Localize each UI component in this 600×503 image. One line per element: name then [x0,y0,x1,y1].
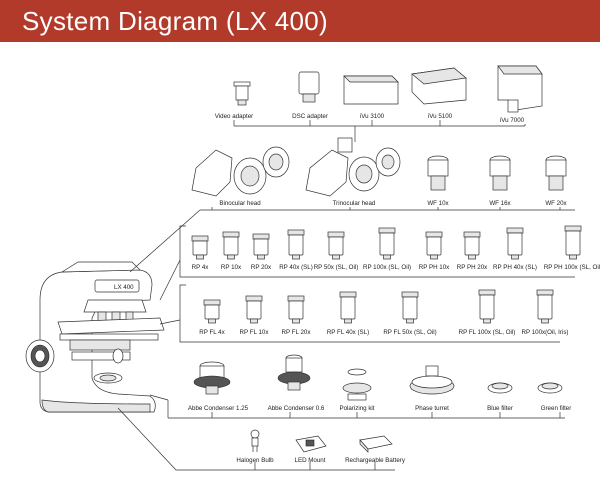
head-label: Binocular head [219,200,261,207]
objectives-row-2: RP FL 4x RP FL 10x RP FL 20x RP FL 40x (SL)… [199,289,569,336]
camera-label: iVu 7000 [500,117,525,124]
camera-label: iVu 3100 [360,113,385,120]
lighting-label: Halogen Bulb [236,457,274,464]
led-mount-icon [295,435,327,453]
halogen-bulb-icon [250,429,260,452]
objective-icon [378,227,396,260]
objectives-row-1: RP 4x RP 10x RP 20x RP 40x (SL)RP 50x (SL, … [191,225,600,271]
objective-icon [339,291,357,324]
head-label: WF 16x [489,200,511,207]
objective-icon [463,231,481,260]
objective-label: RP FL 100x (SL, Oil) [459,329,516,336]
lighting-label: LED Mount [295,457,326,464]
objective-label: RP 100x (SL, Oil) [363,264,411,271]
condenser-label: Green filter [541,405,572,412]
polarizing-kit-icon [342,368,372,401]
page-title: System Diagram (LX 400) [22,6,329,36]
objective-label: RP 10x [221,264,242,271]
objective-icon [506,227,524,260]
objective-label: RP FL 20x [282,329,312,336]
camera-label: DSC adapter [292,113,328,120]
objective-label: RP 100x(Oil, Iris) [522,329,569,336]
objective-icon [401,291,419,324]
objective-label: RP FL 50x (SL, Oil) [383,329,436,336]
objective-icon [425,231,443,260]
objective-label: RP 20x [251,264,272,271]
objective-icon [203,299,221,324]
objective-label: RP 50x (SL, Oil) [314,264,359,271]
camera-label: iVu 5100 [428,113,453,120]
camera-icon-ivu3100 [343,75,399,105]
head-label: Trinocular head [333,200,376,207]
objective-icon [287,229,305,260]
phase-turret-icon [409,365,455,395]
objective-label: RP 40x (SL) [279,264,313,271]
condenser-label: Abbe Condenser 1.25 [188,405,249,412]
camera-icon-ivu5100 [411,67,467,105]
heads-row: Binocular head Trinocular head WF 10x WF… [191,137,568,207]
lighting-label: Rechargeable Battery [345,457,406,464]
objective-icon [536,289,554,324]
video-adapter-icon [233,81,251,106]
objective-icon [191,235,209,260]
microscope-illustration: LX 400 [25,261,165,413]
head-label: WF 10x [427,200,449,207]
eyepiece-icon-wf16 [489,155,511,191]
objective-icon [327,231,345,260]
condenser-row: Abbe Condenser 1.25 Abbe Condenser 0.6 P… [188,354,572,412]
objective-icon [222,231,240,260]
objective-icon [252,233,270,260]
green-filter-icon [537,382,563,394]
condenser-label: Phase turret [415,405,449,412]
condenser-label: Abbe Condenser 0.6 [268,405,325,412]
camera-label: Video adapter [215,113,253,120]
objective-label: RP PH 20x [457,264,488,271]
abbe-condenser-icon [193,361,231,395]
head-label: WF 20x [545,200,567,207]
objective-icon [564,225,582,260]
binocular-head-icon [191,146,290,197]
objective-label: RP FL 10x [240,329,270,336]
objective-label: RP PH 10x [419,264,450,271]
title-banner: System Diagram (LX 400) [0,0,600,42]
objective-label: RP FL 4x [199,329,225,336]
camera-icon-ivu7000 [497,65,543,113]
connector-lines [117,120,575,471]
objective-label: RP FL 40x (SL) [327,329,369,336]
blue-filter-icon [487,382,513,394]
lighting-row: Halogen Bulb LED Mount Rechargeable Batt… [236,429,406,464]
condenser-label: Polarizing kit [339,405,374,412]
rechargeable-battery-icon [359,435,393,453]
eyepiece-icon-wf20 [545,155,567,191]
abbe-condenser-icon [277,354,311,391]
condenser-label: Blue filter [487,405,513,412]
objective-icon [287,295,305,324]
trinocular-head-icon [305,137,401,197]
eyepiece-icon-wf10 [427,155,449,191]
objective-icon [245,295,263,324]
objective-label: RP PH 40x (SL) [493,264,537,271]
objective-label: RP 4x [192,264,210,271]
objective-icon [478,289,496,324]
dsc-adapter-icon [298,71,320,103]
objective-label: RP PH 100x (SL, Oil) [544,264,600,271]
svg-text:LX 400: LX 400 [114,284,134,291]
camera-row: Video adapter DSC adapter iVu 3100 iVu 5… [215,65,543,124]
